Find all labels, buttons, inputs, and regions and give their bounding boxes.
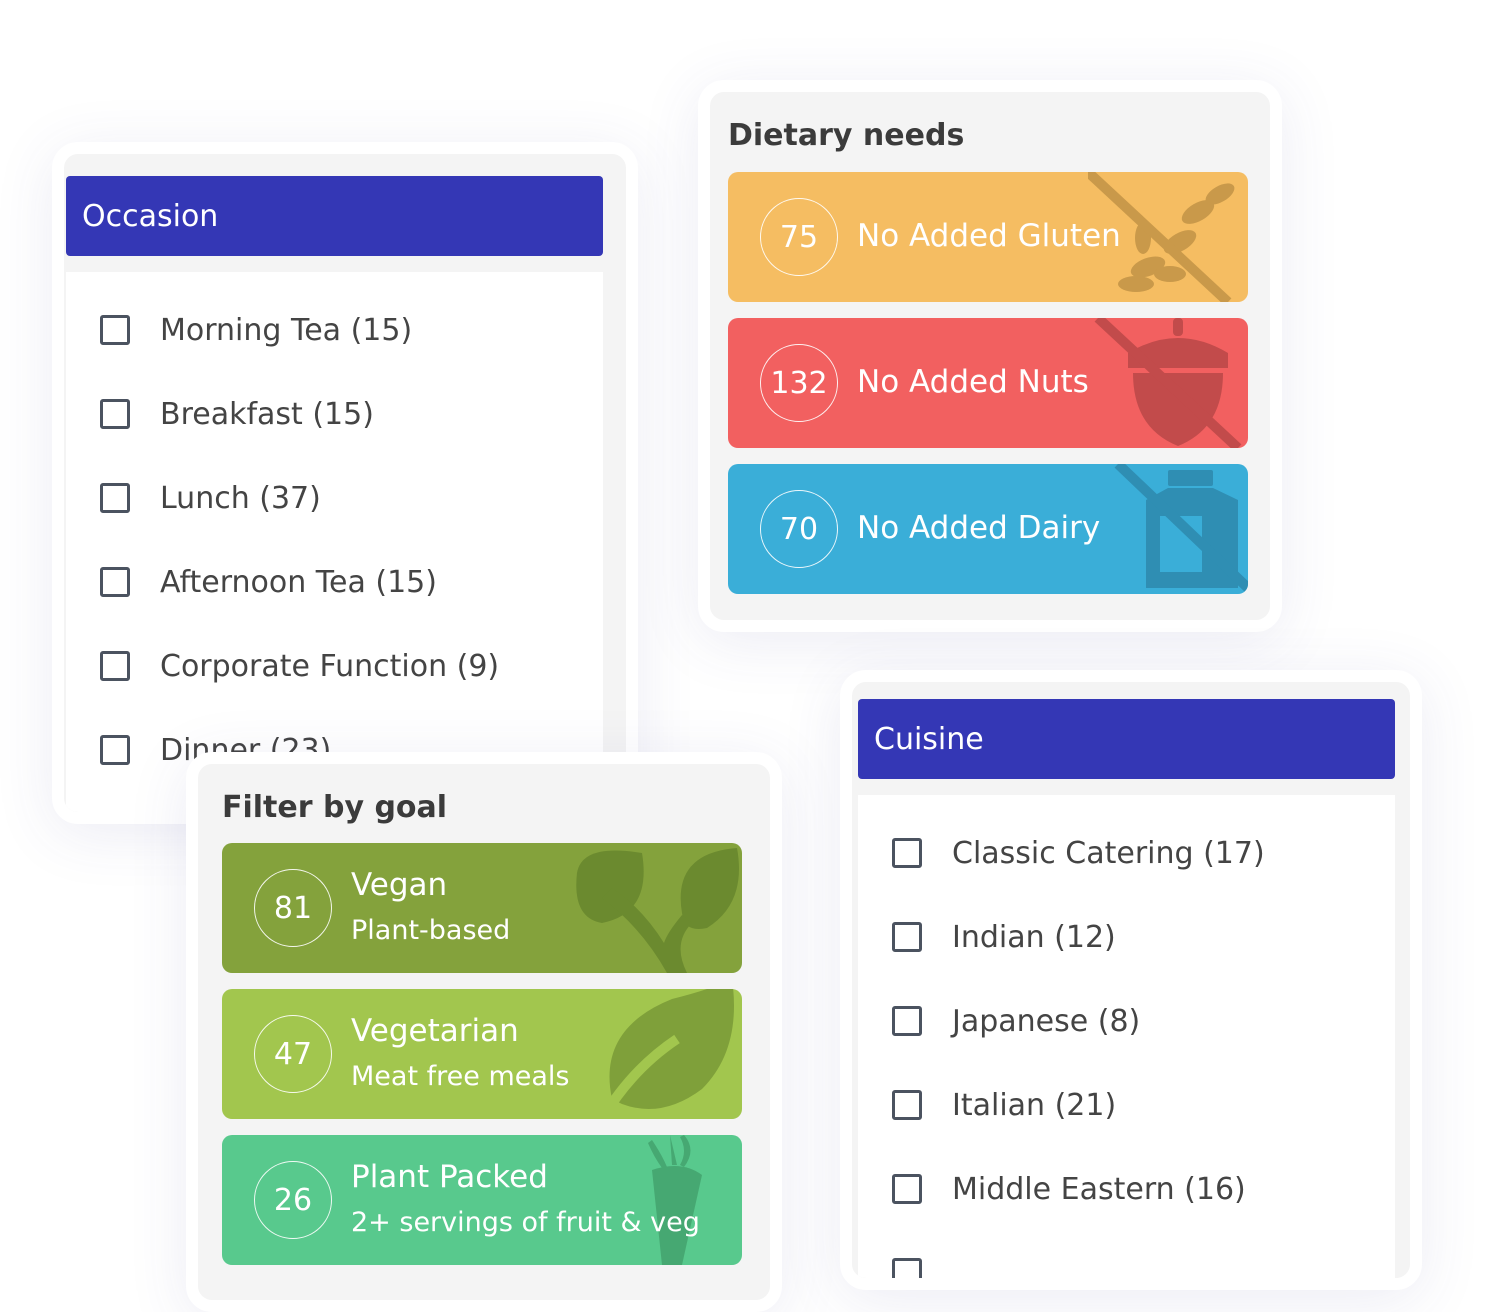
- checkbox[interactable]: [892, 1090, 922, 1120]
- list-item-label: Japanese (8): [952, 1003, 1141, 1039]
- dietary-title: Dietary needs: [728, 118, 965, 153]
- count-badge: 26: [254, 1161, 332, 1239]
- count-badge: 47: [254, 1015, 332, 1093]
- acorn-crossed-icon: [1094, 318, 1242, 448]
- checkbox[interactable]: [100, 735, 130, 765]
- list-item-label: Middle Eastern (16): [952, 1171, 1246, 1207]
- tile-label: Vegetarian: [351, 1013, 519, 1049]
- count-badge: 75: [760, 198, 838, 276]
- tile-label: Vegan: [351, 867, 448, 903]
- tile-sublabel: Plant-based: [351, 915, 511, 946]
- list-item[interactable]: Italian (21): [892, 1085, 1116, 1125]
- list-item-label: Corporate Function (9): [160, 648, 500, 684]
- list-item-label: Classic Catering (17): [952, 835, 1265, 871]
- tile-sublabel: 2+ servings of fruit & veg: [351, 1207, 700, 1238]
- checkbox[interactable]: [892, 838, 922, 868]
- list-item[interactable]: Classic Catering (17): [892, 833, 1265, 873]
- list-item[interactable]: Japanese (8): [892, 1001, 1140, 1041]
- checkbox[interactable]: [100, 315, 130, 345]
- list-item[interactable]: [892, 1253, 922, 1278]
- list-item[interactable]: Indian (12): [892, 917, 1116, 957]
- occasion-header-label: Occasion: [82, 198, 219, 234]
- checkbox[interactable]: [892, 1174, 922, 1204]
- list-item[interactable]: Morning Tea (15): [100, 310, 412, 350]
- cuisine-list: Classic Catering (17) Indian (12) Japane…: [858, 795, 1395, 1278]
- list-item[interactable]: Breakfast (15): [100, 394, 374, 434]
- sprout-icon: [576, 848, 739, 973]
- cuisine-header-label: Cuisine: [874, 721, 984, 757]
- checkbox[interactable]: [100, 567, 130, 597]
- goal-tile-vegetarian[interactable]: 47 Vegetarian Meat free meals: [222, 989, 742, 1119]
- checkbox[interactable]: [100, 399, 130, 429]
- leaf-icon: [597, 989, 734, 1119]
- goal-card: Filter by goal 81 Vegan Plant-based 47 V…: [186, 752, 782, 1312]
- occasion-card: Occasion Morning Tea (15) Breakfast (15)…: [52, 142, 638, 824]
- list-item[interactable]: Middle Eastern (16): [892, 1169, 1246, 1209]
- tile-label: No Added Nuts: [857, 364, 1089, 400]
- count-badge: 70: [760, 490, 838, 568]
- cuisine-header[interactable]: Cuisine: [858, 699, 1395, 779]
- list-item-label: Afternoon Tea (15): [160, 564, 437, 600]
- list-item[interactable]: Afternoon Tea (15): [100, 562, 437, 602]
- dietary-tile-gluten[interactable]: 75 No Added Gluten: [728, 172, 1248, 302]
- carrot-icon: [648, 1135, 702, 1265]
- list-item-label: Italian (21): [952, 1087, 1117, 1123]
- checkbox[interactable]: [892, 922, 922, 952]
- checkbox[interactable]: [100, 483, 130, 513]
- checkbox[interactable]: [892, 1006, 922, 1036]
- dietary-tile-nuts[interactable]: 132 No Added Nuts: [728, 318, 1248, 448]
- list-item[interactable]: Corporate Function (9): [100, 646, 499, 686]
- goal-tile-plant-packed[interactable]: 26 Plant Packed 2+ servings of fruit & v…: [222, 1135, 742, 1265]
- dietary-card: Dietary needs 75 No Added Gluten: [698, 80, 1282, 632]
- list-item-label: Breakfast (15): [160, 396, 374, 432]
- tile-label: No Added Dairy: [857, 510, 1101, 546]
- list-item-label: Indian (12): [952, 919, 1116, 955]
- goal-title: Filter by goal: [222, 790, 448, 825]
- milk-carton-crossed-icon: [1114, 464, 1248, 592]
- list-item-label: Lunch (37): [160, 480, 321, 516]
- list-item-label: Morning Tea (15): [160, 312, 413, 348]
- count-badge: 81: [254, 869, 332, 947]
- wheat-crossed-icon: [1088, 172, 1235, 302]
- occasion-header[interactable]: Occasion: [66, 176, 603, 256]
- goal-tile-vegan[interactable]: 81 Vegan Plant-based: [222, 843, 742, 973]
- tile-label: No Added Gluten: [857, 218, 1121, 254]
- checkbox[interactable]: [100, 651, 130, 681]
- cuisine-card: Cuisine Classic Catering (17) Indian (12…: [840, 670, 1422, 1290]
- checkbox[interactable]: [892, 1258, 922, 1278]
- occasion-list: Morning Tea (15) Breakfast (15) Lunch (3…: [66, 272, 603, 812]
- tile-label: Plant Packed: [351, 1159, 548, 1195]
- list-item[interactable]: Lunch (37): [100, 478, 321, 518]
- tile-sublabel: Meat free meals: [351, 1061, 570, 1092]
- count-badge: 132: [760, 344, 838, 422]
- dietary-tile-dairy[interactable]: 70 No Added Dairy: [728, 464, 1248, 594]
